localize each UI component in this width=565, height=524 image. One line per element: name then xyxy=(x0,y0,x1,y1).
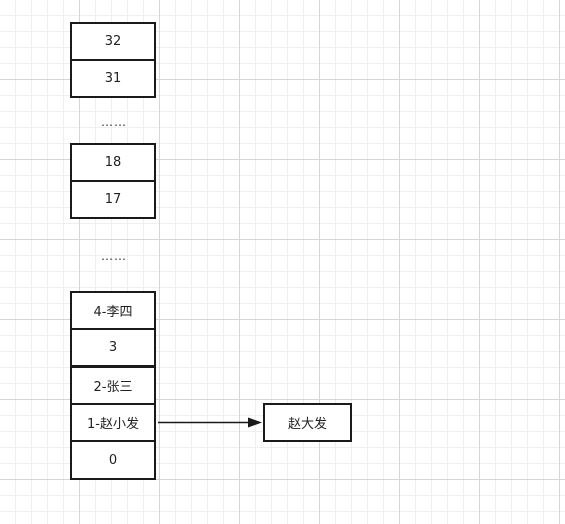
slot-label: 32 xyxy=(104,34,122,49)
ellipsis-lower: …… xyxy=(101,249,127,263)
slot-31: 31 xyxy=(70,59,156,98)
slot-32: 32 xyxy=(70,22,156,61)
slot-3: 3 xyxy=(70,328,156,367)
slot-0: 0 xyxy=(70,440,156,480)
slot-4: 4-李四 xyxy=(70,291,156,330)
slot-2: 2-张三 xyxy=(70,366,156,405)
slot-label: 17 xyxy=(104,192,122,207)
slot-label: 31 xyxy=(104,71,122,86)
slot-label: 18 xyxy=(104,155,122,170)
slot-label: 1-赵小发 xyxy=(87,417,139,432)
ellipsis-upper: …… xyxy=(101,115,127,129)
slot-18: 18 xyxy=(70,143,156,182)
slot-label: 0 xyxy=(108,452,118,468)
slot-1: 1-赵小发 xyxy=(70,403,156,442)
slot-17: 17 xyxy=(70,180,156,219)
slot-label: 4-李四 xyxy=(93,305,133,320)
slot-label: 3 xyxy=(108,340,118,355)
slot-label: 2-张三 xyxy=(93,380,133,395)
linked-node: 赵大发 xyxy=(263,403,352,442)
node-label: 赵大发 xyxy=(287,417,327,432)
arrow-head xyxy=(248,417,262,428)
